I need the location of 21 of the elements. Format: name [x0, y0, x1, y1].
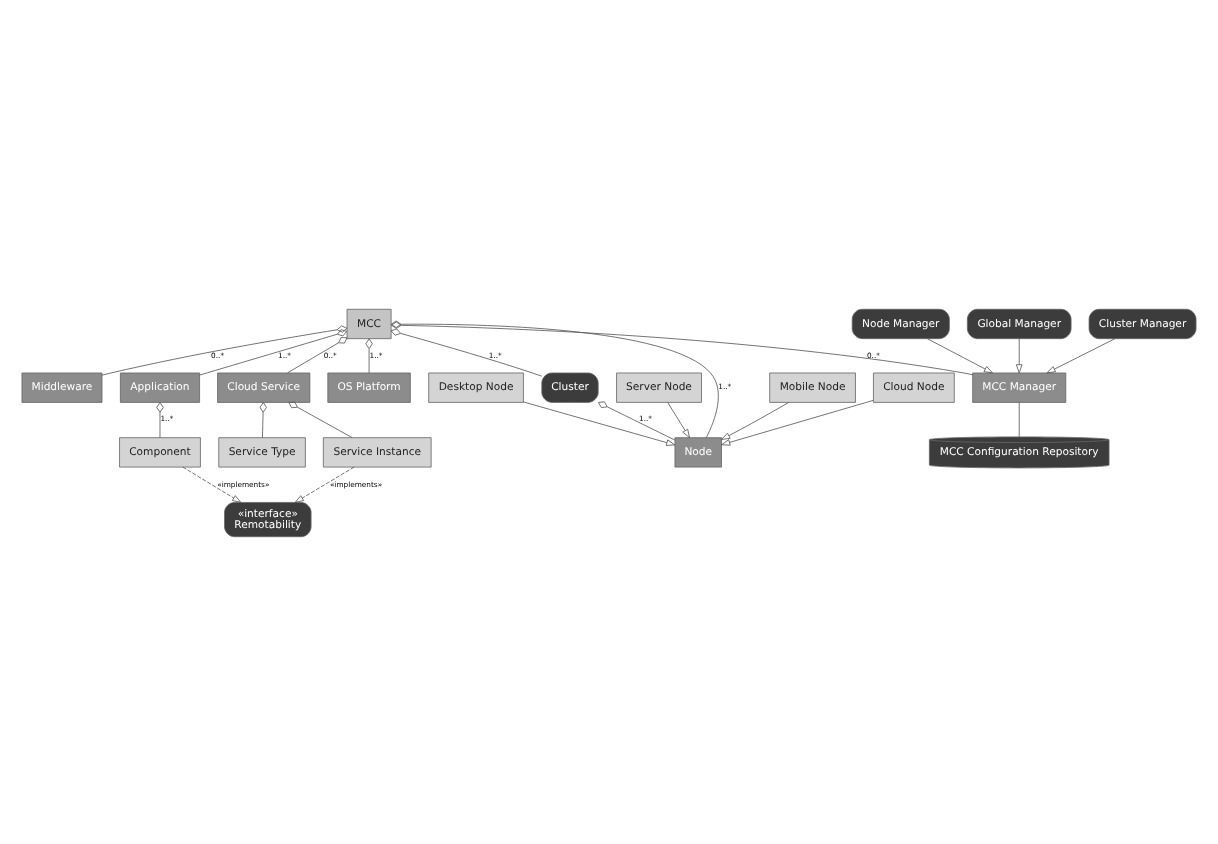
arrow	[1015, 337, 1023, 373]
connector	[156, 401, 164, 438]
arrow	[721, 401, 789, 439]
connector	[390, 327, 543, 376]
arrow	[667, 401, 690, 438]
connector	[391, 320, 974, 375]
connector	[288, 400, 353, 438]
arrow	[523, 400, 676, 445]
arrow	[1046, 337, 1116, 373]
arrow	[926, 337, 993, 373]
connector	[199, 328, 348, 375]
connector	[259, 401, 267, 438]
connector	[1018, 401, 1020, 437]
connector	[598, 400, 676, 440]
connector	[365, 337, 373, 373]
arrow	[294, 465, 355, 502]
connector	[101, 324, 348, 375]
arrow	[182, 465, 242, 502]
connector	[287, 336, 348, 373]
connector	[390, 319, 719, 437]
arrow	[721, 398, 874, 445]
